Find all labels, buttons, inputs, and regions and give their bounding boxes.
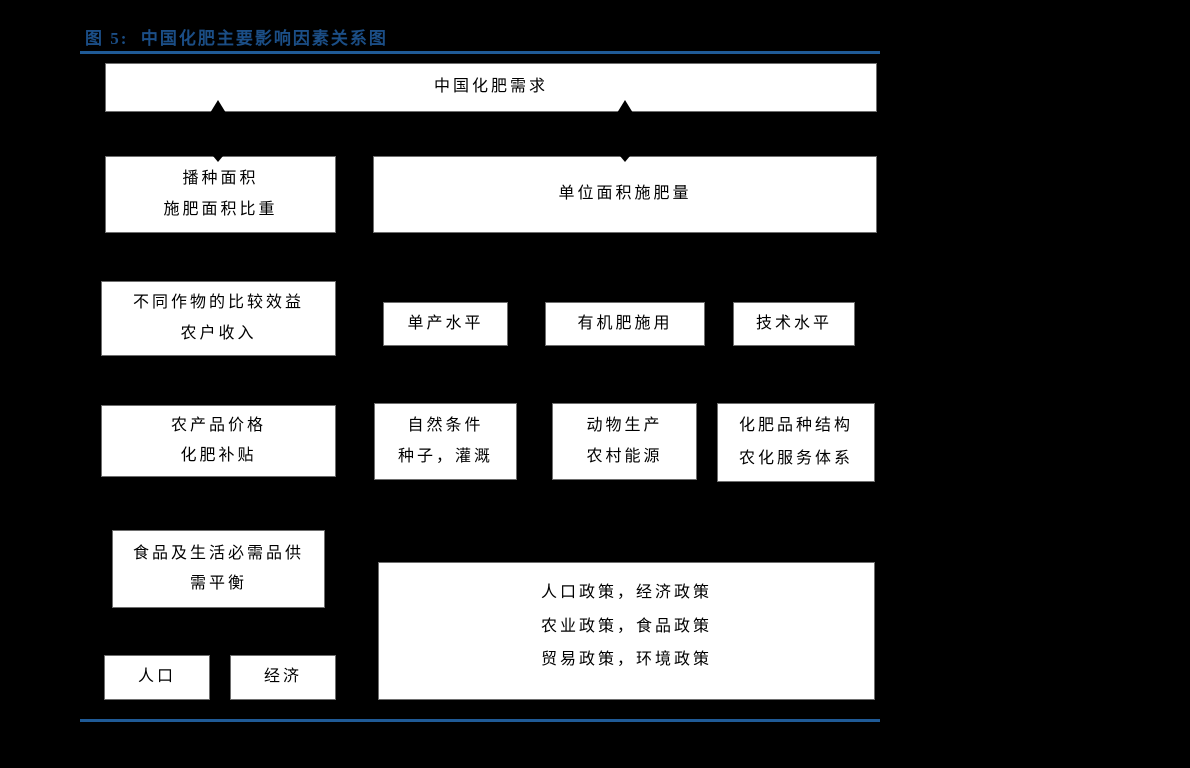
node-organic-fertilizer-use: 有机肥施用	[545, 302, 705, 346]
node-yield-level: 单产水平	[383, 302, 508, 346]
node-label: 化肥品种结构	[738, 417, 853, 435]
node-label: 贸易政策，环境政策	[540, 651, 712, 669]
node-farm-product-price: 农产品价格 化肥补贴	[101, 405, 336, 477]
node-label: 施肥面积比重	[163, 201, 278, 219]
node-china-fertilizer-demand: 中国化肥需求	[105, 63, 877, 112]
connector-stub-icon	[213, 156, 223, 162]
connector-stub-icon	[620, 156, 630, 162]
node-label: 人口	[137, 668, 176, 686]
node-label: 农化服务体系	[738, 449, 853, 467]
arrowhead-up-icon	[617, 100, 633, 113]
node-label: 食品及生活必需品供	[132, 544, 304, 562]
node-label: 自然条件	[407, 416, 484, 434]
arrowhead-up-icon	[210, 100, 226, 113]
node-fertilizer-per-area: 单位面积施肥量	[373, 156, 877, 233]
node-label: 单产水平	[407, 314, 484, 332]
node-label: 农业政策，食品政策	[540, 617, 712, 635]
node-crop-comparative-benefit: 不同作物的比较效益 农户收入	[101, 281, 336, 356]
node-label: 农村能源	[586, 448, 663, 466]
node-label: 技术水平	[755, 314, 832, 332]
node-label: 经济	[263, 668, 302, 686]
node-label: 农产品价格	[170, 416, 266, 434]
node-sown-area: 播种面积 施肥面积比重	[105, 156, 336, 233]
node-label: 单位面积施肥量	[558, 185, 692, 203]
node-population: 人口	[104, 655, 210, 700]
bottom-divider	[80, 719, 880, 722]
node-label: 播种面积	[182, 169, 259, 187]
node-label: 不同作物的比较效益	[132, 293, 304, 311]
node-economy: 经济	[230, 655, 336, 700]
node-fertilizer-variety-structure: 化肥品种结构 农化服务体系	[717, 403, 875, 482]
node-policies: 人口政策，经济政策 农业政策，食品政策 贸易政策，环境政策	[378, 562, 875, 700]
node-technology-level: 技术水平	[733, 302, 855, 346]
node-food-supply-demand-balance: 食品及生活必需品供 需平衡	[112, 530, 325, 608]
node-natural-conditions: 自然条件 种子，灌溉	[374, 403, 517, 480]
node-label: 化肥补贴	[180, 446, 257, 464]
node-label: 动物生产	[586, 416, 663, 434]
node-label: 人口政策，经济政策	[540, 584, 712, 602]
node-label: 种子，灌溉	[397, 448, 493, 466]
node-animal-production: 动物生产 农村能源	[552, 403, 697, 480]
node-label: 农户收入	[180, 325, 257, 343]
node-label: 需平衡	[189, 574, 247, 592]
node-label: 有机肥施用	[577, 314, 673, 332]
title-divider	[80, 51, 880, 54]
node-label: 中国化肥需求	[433, 78, 548, 96]
figure-title: 图 5: 中国化肥主要影响因素关系图	[85, 29, 388, 48]
